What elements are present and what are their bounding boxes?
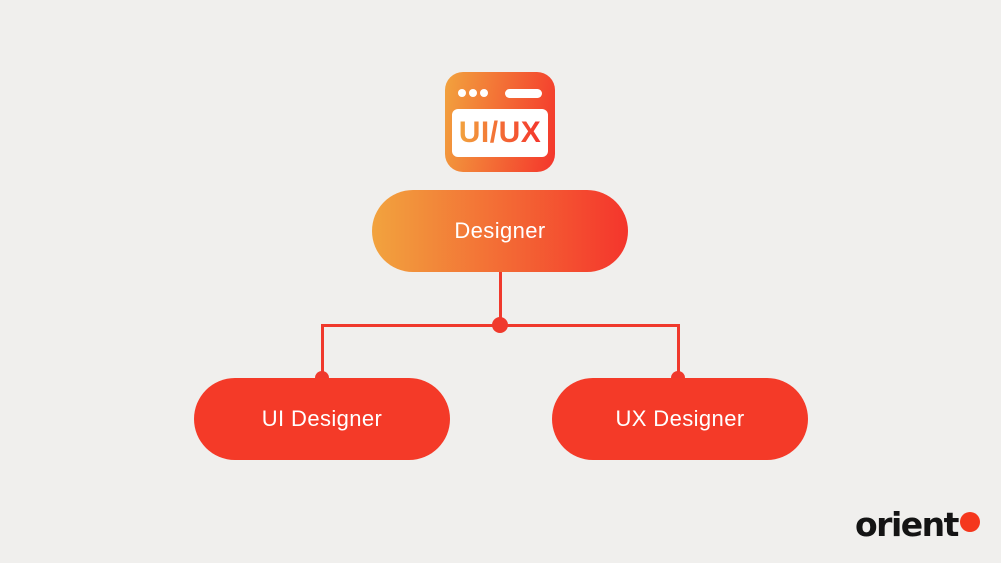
node-ui-designer: UI Designer [194,378,450,460]
node-ux-designer: UX Designer [552,378,808,460]
connector-center-dot [492,317,508,333]
node-designer: Designer [372,190,628,272]
browser-dot-icon [458,89,466,97]
connector-right-vertical [677,324,680,378]
orient-logo-text: orient [855,505,959,544]
uiux-icon-label: UI/UX [458,116,542,149]
connector-left-vertical [321,324,324,378]
node-designer-label: Designer [454,218,546,243]
node-ux-designer-label: UX Designer [615,406,745,431]
browser-window-icon: UI/UX [445,72,555,172]
browser-dot-icon [469,89,477,97]
browser-dot-icon [480,89,488,97]
node-ui-designer-label: UI Designer [261,406,383,431]
orient-logo-dot-icon [959,512,980,532]
orient-logo: orient [855,505,980,545]
browser-addressbar-icon [505,89,542,98]
connector-root-vertical [499,272,502,325]
browser-screen: UI/UX [452,109,548,157]
browser-dots-icon [458,89,488,97]
